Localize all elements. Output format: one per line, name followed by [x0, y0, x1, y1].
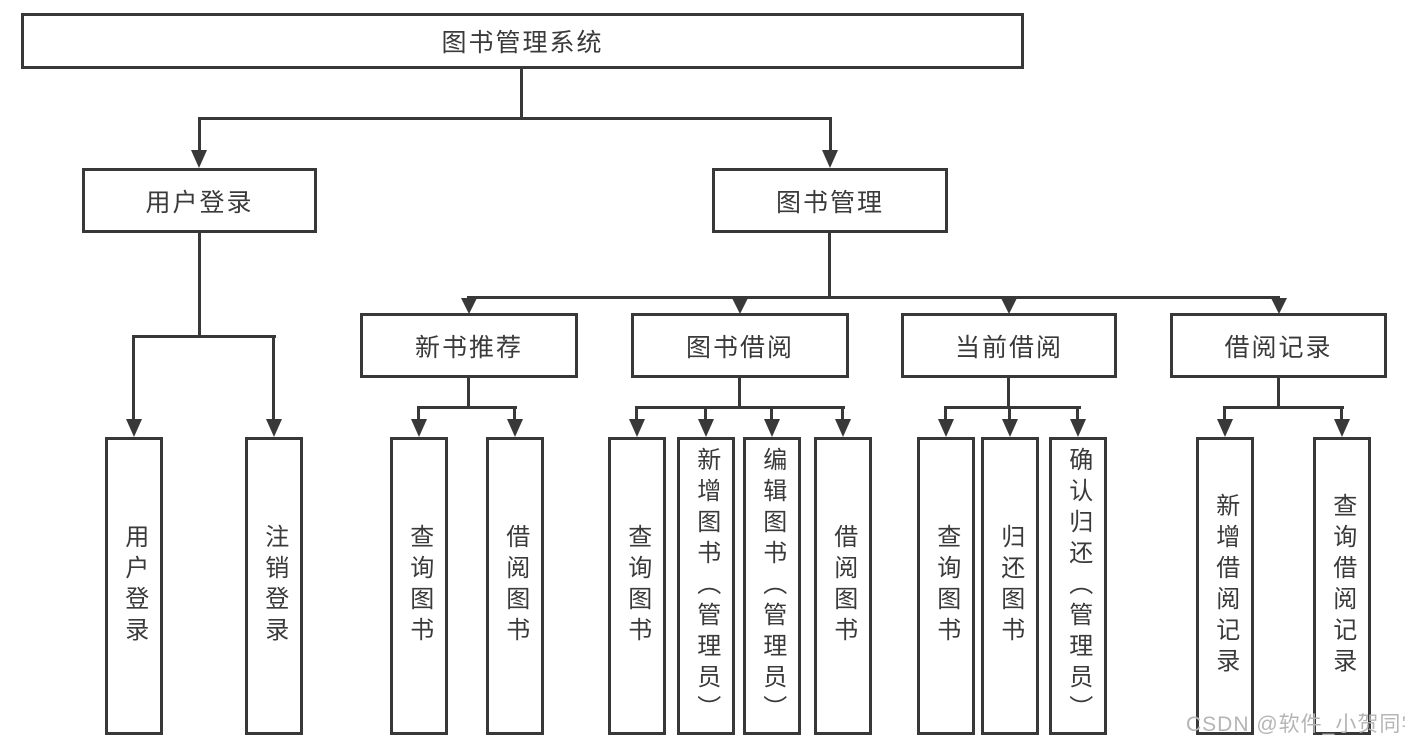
- leaf-record-add-label: 新增借阅记录: [1211, 493, 1239, 679]
- leaf-current-return: 归还图书: [981, 437, 1039, 735]
- node-book-management-label: 图书管理: [775, 188, 884, 217]
- connector-drop-login-leaf: [132, 335, 135, 421]
- node-root-library-system: 图书管理系统: [21, 13, 1024, 69]
- node-new-book-recommend-label: 新书推荐: [414, 333, 523, 362]
- leaf-current-confirm-admin-label: 确认归还（管理员）: [1064, 446, 1092, 726]
- leaf-logout-label: 注销登录: [260, 524, 288, 648]
- connector-drop-book-management: [829, 117, 832, 152]
- connector-currentborrow-bar: [944, 406, 1081, 409]
- arrow-down-icon: [126, 419, 142, 437]
- leaf-borrow-book-label: 借阅图书: [829, 524, 857, 648]
- leaf-record-add: 新增借阅记录: [1196, 437, 1254, 735]
- arrow-down-icon: [698, 419, 714, 437]
- leaf-current-query: 查询图书: [917, 437, 975, 735]
- leaf-borrow-edit-admin: 编辑图书（管理员）: [743, 437, 801, 735]
- arrow-down-icon: [1002, 419, 1018, 437]
- node-book-management: 图书管理: [712, 168, 948, 233]
- connector-newbook-stem: [467, 378, 470, 408]
- arrow-down-icon: [1334, 419, 1350, 437]
- connector-drop: [770, 406, 773, 421]
- connector-userlogin-stem: [198, 233, 201, 337]
- connector-drop: [417, 406, 420, 421]
- connector-bookmgmt-bar: [467, 296, 1280, 299]
- arrow-down-icon: [629, 419, 645, 437]
- arrow-down-icon: [1271, 298, 1287, 314]
- connector-drop: [944, 406, 947, 421]
- connector-bookmgmt-stem: [828, 233, 831, 299]
- node-book-borrow: 图书借阅: [631, 313, 849, 378]
- arrow-down-icon: [764, 419, 780, 437]
- arrow-down-icon: [507, 419, 523, 437]
- node-current-borrow: 当前借阅: [901, 313, 1117, 378]
- connector-newbook-bar: [417, 406, 517, 409]
- arrow-down-icon: [461, 298, 477, 314]
- leaf-newbook-query: 查询图书: [390, 437, 448, 735]
- connector-drop: [1223, 406, 1226, 421]
- node-current-borrow-label: 当前借阅: [954, 333, 1063, 362]
- connector-drop-user-login: [198, 117, 201, 152]
- leaf-record-query-label: 查询借阅记录: [1328, 493, 1356, 679]
- leaf-borrow-query: 查询图书: [608, 437, 666, 735]
- node-new-book-recommend: 新书推荐: [360, 313, 578, 378]
- leaf-newbook-borrow-label: 借阅图书: [501, 524, 529, 648]
- connector-borrowrecord-bar: [1223, 406, 1344, 409]
- connector-root-stem: [520, 69, 523, 118]
- node-borrow-record: 借阅记录: [1170, 313, 1387, 378]
- connector-drop: [635, 406, 638, 421]
- arrow-down-icon: [1070, 419, 1086, 437]
- arrow-down-icon: [938, 419, 954, 437]
- connector-userlogin-bar: [132, 335, 276, 338]
- leaf-user-login: 用户登录: [105, 437, 163, 735]
- arrow-down-icon: [732, 298, 748, 314]
- leaf-borrow-add-admin: 新增图书（管理员）: [677, 437, 735, 735]
- connector-currentborrow-stem: [1007, 378, 1010, 408]
- arrow-down-icon: [1001, 298, 1017, 314]
- arrow-down-icon: [411, 419, 427, 437]
- leaf-current-return-label: 归还图书: [996, 524, 1024, 648]
- node-user-login: 用户登录: [82, 168, 317, 233]
- connector-drop: [704, 406, 707, 421]
- node-borrow-record-label: 借阅记录: [1224, 333, 1333, 362]
- leaf-newbook-query-label: 查询图书: [405, 524, 433, 648]
- connector-drop: [1008, 406, 1011, 421]
- arrow-down-icon: [822, 150, 838, 168]
- leaf-borrow-book: 借阅图书: [814, 437, 872, 735]
- leaf-borrow-edit-admin-label: 编辑图书（管理员）: [758, 446, 786, 726]
- leaf-current-query-label: 查询图书: [932, 524, 960, 648]
- node-user-login-label: 用户登录: [145, 188, 254, 217]
- connector-borrowrecord-stem: [1277, 378, 1280, 408]
- csdn-watermark: CSDN @软件_小贺同学: [1186, 713, 1405, 736]
- connector-drop: [513, 406, 516, 421]
- leaf-logout: 注销登录: [245, 437, 303, 735]
- leaf-record-query: 查询借阅记录: [1313, 437, 1371, 735]
- leaf-newbook-borrow: 借阅图书: [486, 437, 544, 735]
- connector-bookborrow-stem: [738, 378, 741, 408]
- arrow-down-icon: [1217, 419, 1233, 437]
- leaf-borrow-query-label: 查询图书: [623, 524, 651, 648]
- arrow-down-icon: [191, 150, 207, 168]
- arrow-down-icon: [835, 419, 851, 437]
- node-book-borrow-label: 图书借阅: [685, 333, 794, 362]
- connector-root-bar: [198, 117, 832, 120]
- arrow-down-icon: [266, 419, 282, 437]
- leaf-borrow-add-admin-label: 新增图书（管理员）: [692, 446, 720, 726]
- connector-drop: [841, 406, 844, 421]
- connector-drop: [1340, 406, 1343, 421]
- leaf-current-confirm-admin: 确认归还（管理员）: [1049, 437, 1107, 735]
- leaf-user-login-label: 用户登录: [120, 524, 148, 648]
- node-root-label: 图书管理系统: [441, 29, 604, 57]
- connector-drop-logout-leaf: [272, 335, 275, 421]
- connector-drop: [1076, 406, 1079, 421]
- connector-bookborrow-bar: [635, 406, 845, 409]
